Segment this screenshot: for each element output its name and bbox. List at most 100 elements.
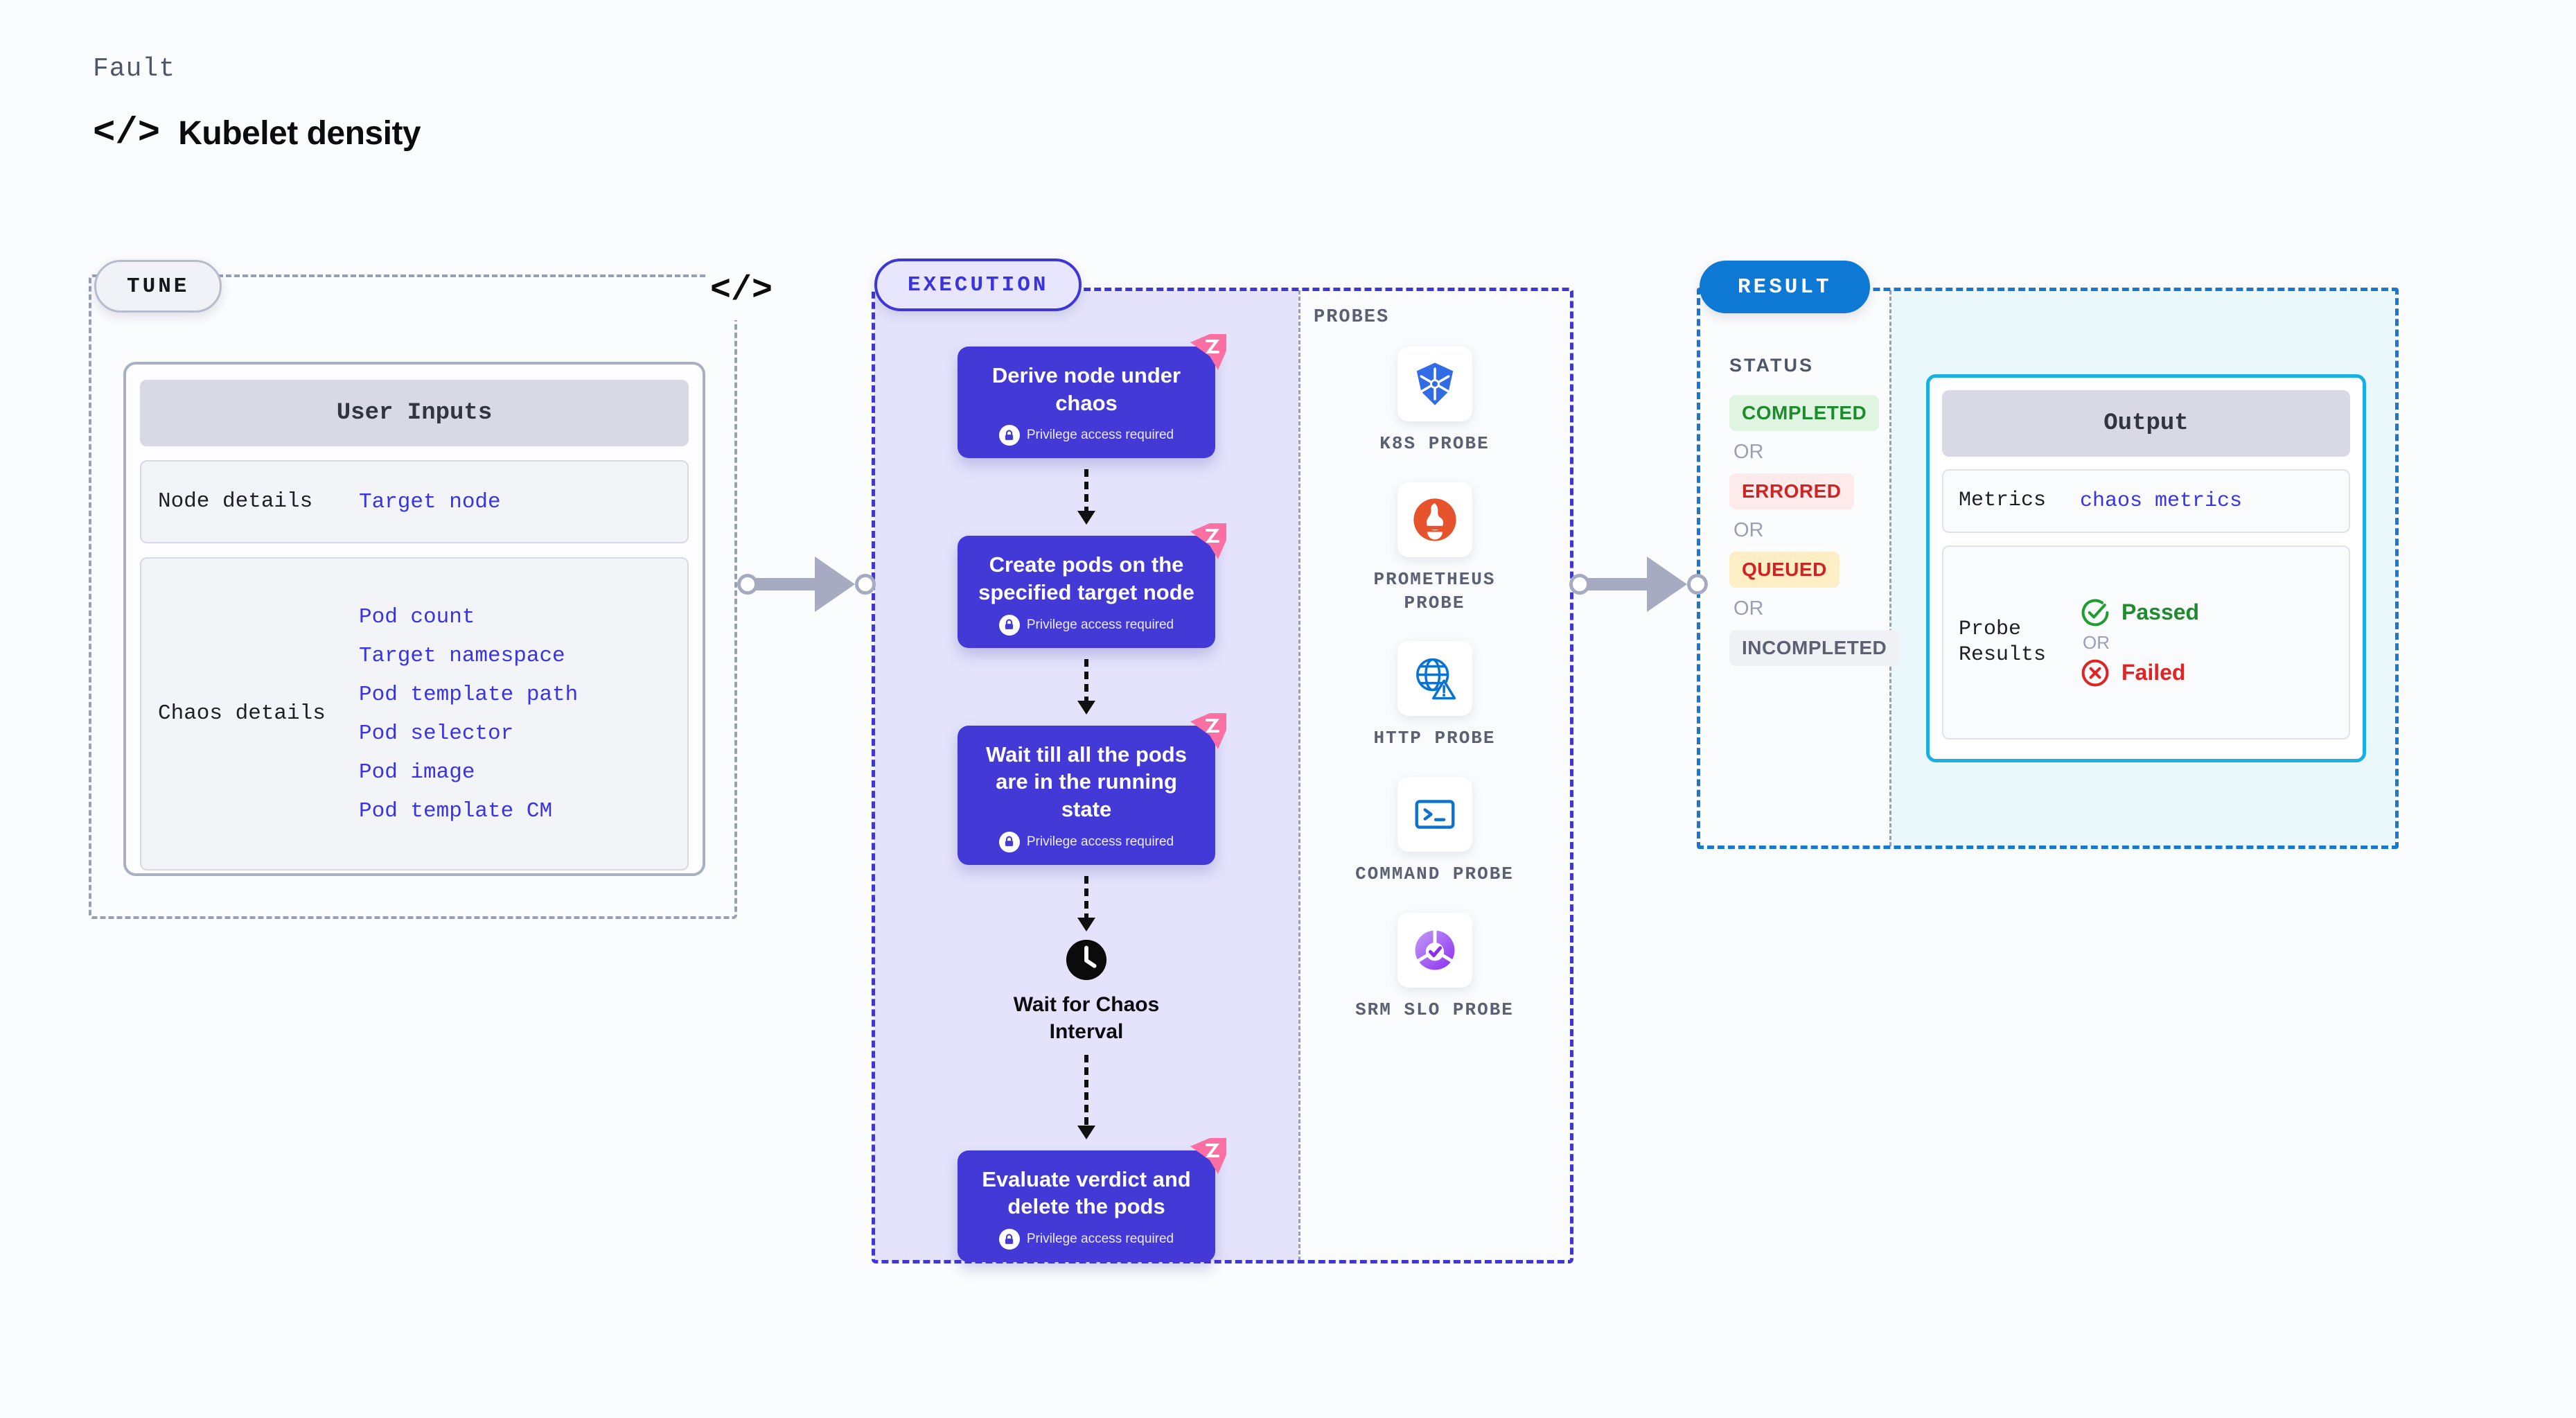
- row-values: Pod count Target namespace Pod template …: [359, 606, 578, 822]
- connector-end-dot: [855, 574, 876, 595]
- srm-slo-icon: [1415, 930, 1454, 970]
- privilege-text: Privilege access required: [1026, 834, 1174, 849]
- node-privilege-note: Privilege access required: [976, 831, 1197, 852]
- probe-item-command[interactable]: COMMAND PROBE: [1348, 777, 1521, 886]
- probe-tile: [1397, 641, 1472, 717]
- output-card-title: Output: [1942, 390, 2350, 457]
- node-privilege-note: Privilege access required: [976, 614, 1197, 636]
- node-privilege-note: Privilege access required: [976, 425, 1197, 446]
- output-row-metrics: Metrics chaos metrics: [1942, 469, 2350, 533]
- harness-flag-icon: [1190, 523, 1226, 560]
- page-eyebrow: Fault: [93, 54, 176, 84]
- input-target-namespace[interactable]: Target namespace: [359, 643, 565, 668]
- status-or-3: OR: [1733, 597, 1764, 620]
- flow-arrow: [1084, 1054, 1088, 1130]
- probe-tile: [1397, 482, 1472, 557]
- probe-item-prometheus[interactable]: PROMETHEUS PROBE: [1348, 482, 1521, 615]
- connector-arrowhead: [815, 557, 855, 612]
- probe-item-srm-slo[interactable]: SRM SLO PROBE: [1348, 912, 1521, 1022]
- wait-step-label: Wait for Chaos Interval: [1013, 992, 1160, 1043]
- http-globe-icon: [1415, 658, 1456, 700]
- row-key: Node details: [158, 489, 313, 514]
- probe-item-k8s[interactable]: K8S PROBE: [1348, 347, 1521, 456]
- wait-for-chaos-interval-step: Wait for Chaos Interval: [982, 938, 1190, 1045]
- probe-tile: [1397, 777, 1472, 852]
- node-title: Create pods on the specified target node: [978, 552, 1194, 605]
- lock-icon: [998, 425, 1020, 446]
- probe-tile: [1397, 347, 1472, 421]
- connector-execution-to-result: [1569, 554, 1708, 614]
- probe-label: PROMETHEUS PROBE: [1373, 568, 1496, 613]
- user-inputs-card: User Inputs Node details Target node Cha…: [123, 362, 705, 876]
- probe-tile: [1397, 912, 1472, 988]
- flow-arrow: [1084, 875, 1088, 922]
- kubernetes-icon: [1416, 362, 1453, 405]
- execution-node-derive[interactable]: Derive node under chaos Privilege access…: [958, 334, 1226, 459]
- harness-flag-icon: [1190, 1137, 1226, 1174]
- status-badge-errored: ERRORED: [1729, 473, 1854, 509]
- verdict-label: Passed: [2121, 599, 2200, 624]
- terminal-icon: [1415, 800, 1454, 829]
- row-values: Target node: [359, 491, 501, 513]
- clock-icon: [1066, 939, 1107, 980]
- probe-verdicts: Passed OR Failed: [2080, 597, 2199, 688]
- privilege-text: Privilege access required: [1026, 617, 1174, 632]
- metrics-link[interactable]: chaos metrics: [2080, 489, 2243, 513]
- tune-code-icon: </>: [708, 261, 775, 320]
- execution-node-evaluate-verdict[interactable]: Evaluate verdict and delete the pods Pri…: [958, 1137, 1226, 1263]
- node-title: Derive node under chaos: [991, 363, 1181, 415]
- check-circle-icon: [2081, 598, 2109, 626]
- probe-item-http[interactable]: HTTP PROBE: [1348, 641, 1521, 751]
- probe-label: K8S PROBE: [1379, 433, 1490, 454]
- probes-section-label: PROBES: [1314, 307, 1390, 328]
- tune-row-node-details: Node details Target node: [140, 460, 689, 543]
- user-inputs-title: User Inputs: [140, 380, 689, 446]
- lock-icon: [998, 831, 1020, 852]
- output-row-probe-results: Probe Results Passed OR Failed: [1942, 545, 2350, 739]
- flow-arrow: [1084, 469, 1088, 516]
- code-brackets-icon: </>: [93, 112, 161, 155]
- verdict-passed: Passed: [2080, 597, 2199, 628]
- verdict-failed: Failed: [2080, 658, 2199, 688]
- input-pod-count[interactable]: Pod count: [359, 604, 475, 629]
- input-pod-selector[interactable]: Pod selector: [359, 721, 514, 746]
- connector-end-dot: [1687, 574, 1708, 595]
- execution-node-wait-running[interactable]: Wait till all the pods are in the runnin…: [958, 712, 1226, 865]
- status-badge-queued: QUEUED: [1729, 552, 1840, 588]
- status-or-1: OR: [1733, 441, 1764, 463]
- result-panel: [1697, 288, 2399, 849]
- input-pod-template-cm[interactable]: Pod template CM: [359, 798, 553, 823]
- page-title-row: </> Kubelet density: [93, 114, 421, 152]
- status-or-2: OR: [1733, 519, 1764, 541]
- probes-panel-body: [1298, 290, 1571, 1261]
- row-key: Metrics: [1959, 489, 2047, 513]
- privilege-text: Privilege access required: [1026, 1232, 1174, 1247]
- result-pill[interactable]: RESULT: [1700, 261, 1870, 313]
- harness-flag-icon: [1190, 334, 1226, 370]
- page-title: Kubelet density: [178, 115, 421, 152]
- probes-list: K8S PROBE PROMETHEUS PROBE: [1298, 347, 1571, 1022]
- status-section-label: STATUS: [1729, 355, 1814, 376]
- verdict-label: Failed: [2121, 660, 2186, 685]
- row-key: Chaos details: [158, 701, 326, 726]
- node-privilege-note: Privilege access required: [976, 1229, 1197, 1250]
- tune-pill[interactable]: TUNE: [94, 260, 222, 313]
- execution-panel: [872, 288, 1573, 1263]
- execution-pill[interactable]: EXECUTION: [874, 259, 1082, 311]
- prometheus-icon: [1413, 498, 1456, 541]
- privilege-text: Privilege access required: [1026, 428, 1174, 443]
- status-badge-completed: COMPLETED: [1729, 395, 1880, 431]
- lock-icon: [998, 1229, 1020, 1250]
- input-target-node[interactable]: Target node: [359, 489, 501, 514]
- execution-node-create-pods[interactable]: Create pods on the specified target node…: [958, 523, 1226, 648]
- input-pod-template-path[interactable]: Pod template path: [359, 682, 579, 707]
- row-key: Probe Results: [1959, 617, 2047, 667]
- input-pod-image[interactable]: Pod image: [359, 760, 475, 785]
- status-badge-incompleted: INCOMPLETED: [1729, 630, 1900, 666]
- connector-arrowhead: [1647, 557, 1687, 612]
- node-title: Wait till all the pods are in the runnin…: [986, 742, 1187, 822]
- execution-flow: Derive node under chaos Privilege access…: [874, 334, 1298, 1263]
- status-options: COMPLETED OR ERRORED OR QUEUED OR INCOMP…: [1729, 395, 1900, 666]
- probe-label: SRM SLO PROBE: [1355, 999, 1514, 1020]
